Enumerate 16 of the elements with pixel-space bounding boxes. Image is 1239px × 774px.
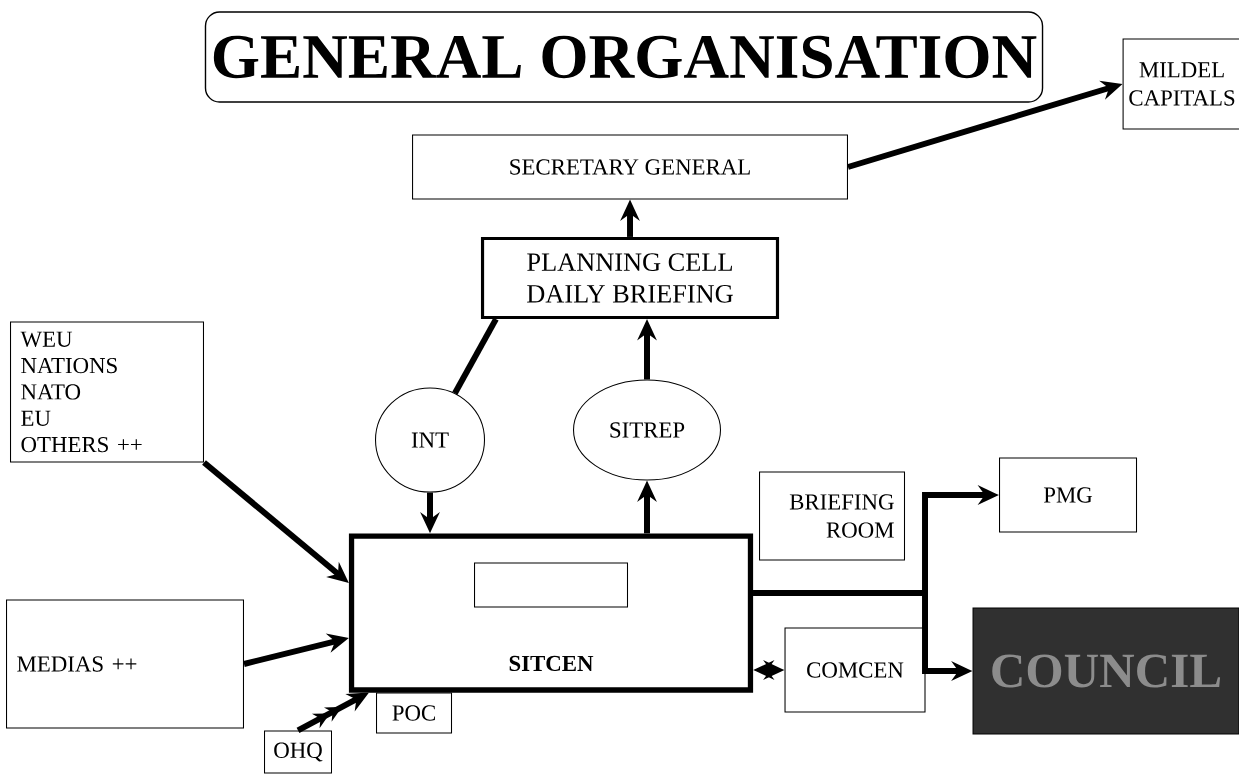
process-box: POC	[376, 692, 453, 734]
process-box: OHQ	[264, 730, 333, 774]
ellipse-node: SITREP	[573, 379, 722, 481]
council-box: COUNCIL	[972, 607, 1239, 735]
process-box: PLANNING CELL DAILY BRIEFING	[480, 236, 780, 320]
process-box: MILDEL CAPITALS	[1122, 38, 1239, 130]
process-box: BRIEFING ROOM	[759, 471, 906, 561]
process-box: WEU NATIONS NATO EU OTHERS ++	[10, 321, 204, 463]
process-box: PMG	[999, 457, 1138, 533]
process-box: COMCEN	[784, 627, 926, 713]
process-box: SITCEN	[348, 533, 754, 693]
process-box: SECRETARY GENERAL	[412, 134, 848, 200]
inner-box	[474, 562, 629, 608]
circle-node: INT	[375, 387, 486, 493]
title-box: GENERAL ORGANISATION	[204, 11, 1044, 103]
process-box: MEDIAS ++	[6, 599, 244, 729]
